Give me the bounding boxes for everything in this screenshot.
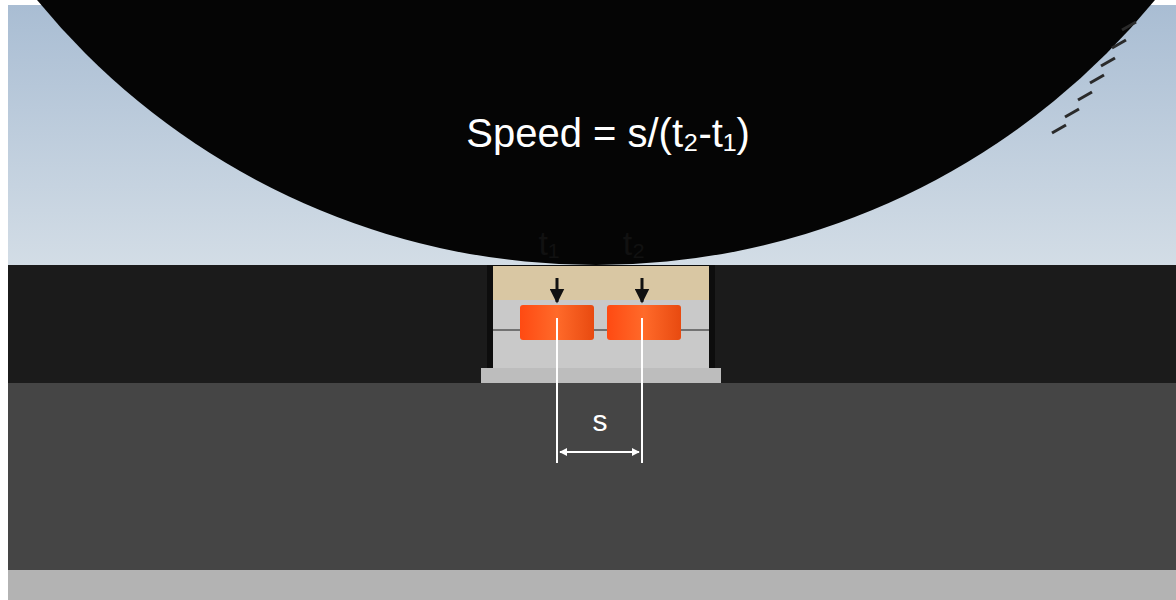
dimension-label: s [593, 404, 608, 437]
sensor-groove [487, 265, 715, 373]
tyre [0, 0, 1176, 265]
road-surface [8, 265, 1176, 385]
sensor-cover [493, 266, 709, 302]
road-base [8, 383, 1176, 571]
tyre-tread [1052, 22, 1136, 133]
pointer-arrow [641, 278, 644, 302]
dimension-extension [641, 318, 643, 463]
pointer-arrow [556, 278, 559, 302]
dimension-line [560, 451, 639, 453]
sensor-element [607, 305, 681, 340]
sensor-flange [481, 368, 721, 383]
time-label: t₂ [623, 225, 646, 262]
time-label: t₁ [539, 225, 560, 262]
ground-band [8, 570, 1176, 600]
formula-text: Speed = s/(t₂-t₁) [466, 111, 750, 155]
sensor-body [493, 300, 709, 370]
dimension-extension [556, 318, 558, 463]
